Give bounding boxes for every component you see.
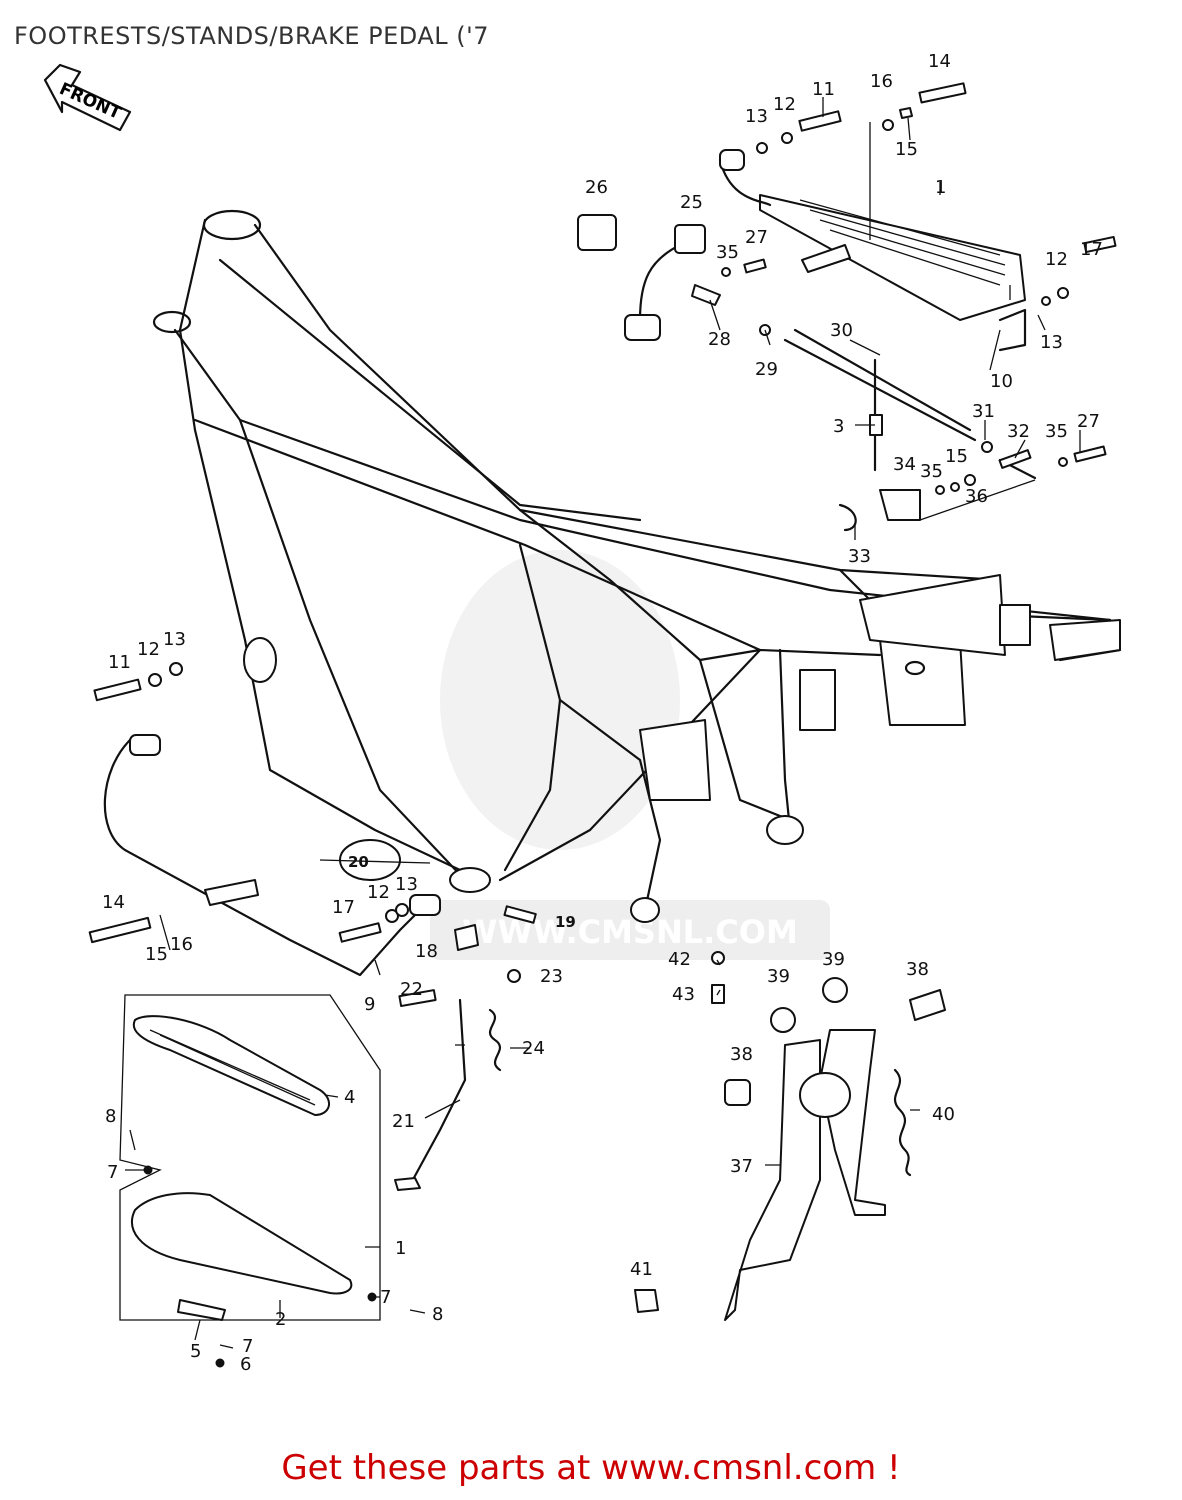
callout-27-a: 27 <box>745 227 768 248</box>
callout-38-b: 38 <box>730 1044 753 1065</box>
callout-39-b: 39 <box>767 966 790 987</box>
callout-17-a: 17 <box>1080 239 1103 260</box>
callout-42: 42 <box>668 949 691 970</box>
callout-36: 36 <box>965 486 988 507</box>
callout-15-b: 15 <box>945 446 968 467</box>
callout-4: 4 <box>344 1087 355 1108</box>
callout-38-a: 38 <box>906 959 929 980</box>
callout-41: 41 <box>630 1259 653 1280</box>
callout-5: 5 <box>190 1341 201 1362</box>
callout-13-c: 13 <box>163 629 186 650</box>
callout-7-a: 7 <box>107 1162 118 1183</box>
callout-37: 37 <box>730 1156 753 1177</box>
center-stand <box>634 977 946 1321</box>
callout-16-b: 16 <box>170 934 193 955</box>
callout-40: 40 <box>932 1104 955 1125</box>
watermark-logo: WWW.CMSNL.COM <box>430 550 830 960</box>
callout-19: 19 <box>555 913 576 931</box>
footer-promo-link[interactable]: Get these parts at www.cmsnl.com ! <box>281 1448 901 1488</box>
rear-footrest-assembly <box>577 149 1027 442</box>
callout-14-b: 14 <box>102 892 125 913</box>
callout-39-a: 39 <box>822 949 845 970</box>
callout-23: 23 <box>540 966 563 987</box>
callout-12-a: 12 <box>773 94 796 115</box>
callout-6: 6 <box>240 1354 251 1375</box>
callout-35-a: 35 <box>716 242 739 263</box>
callout-30: 30 <box>830 320 853 341</box>
front-arrow-label: FRONT <box>56 79 124 124</box>
callout-1-b: 1 <box>395 1238 406 1259</box>
callout-29: 29 <box>755 359 778 380</box>
callout-22: 22 <box>400 979 423 1000</box>
brake-linkage <box>838 358 1037 532</box>
watermark-text: WWW.CMSNL.COM <box>462 913 798 951</box>
callout-17-b: 17 <box>332 897 355 918</box>
front-footrest-exploded <box>119 994 381 1368</box>
callout-32: 32 <box>1007 421 1030 442</box>
callout-27-b: 27 <box>1077 411 1100 432</box>
frame <box>152 209 1122 923</box>
callout-26: 26 <box>585 177 608 198</box>
callout-2: 2 <box>275 1309 286 1330</box>
callout-labels: 13 12 11 16 14 15 26 25 1 35 27 12 17 28… <box>102 51 1103 1375</box>
callout-15-c: 15 <box>145 944 168 965</box>
callout-33: 33 <box>848 546 871 567</box>
callout-13-a: 13 <box>745 106 768 127</box>
callout-43: 43 <box>672 984 695 1005</box>
callout-34: 34 <box>893 454 916 475</box>
callout-31: 31 <box>972 401 995 422</box>
callout-8-b: 8 <box>432 1304 443 1325</box>
callout-12-d: 12 <box>367 882 390 903</box>
callout-7-c: 7 <box>242 1336 253 1357</box>
callout-20: 20 <box>348 853 369 871</box>
callout-28: 28 <box>708 329 731 350</box>
callout-21: 21 <box>392 1111 415 1132</box>
front-arrow-icon: FRONT <box>43 63 132 132</box>
callout-9: 9 <box>364 994 375 1015</box>
callout-11-a: 11 <box>812 79 835 100</box>
fasteners <box>88 82 1117 1008</box>
callout-18: 18 <box>415 941 438 962</box>
leader-lines <box>125 97 1081 1349</box>
side-stand <box>394 998 502 1191</box>
callout-7-b: 7 <box>380 1287 391 1308</box>
callout-14-a: 14 <box>928 51 951 72</box>
callout-12-c: 12 <box>137 639 160 660</box>
callout-16-a: 16 <box>870 71 893 92</box>
callout-24: 24 <box>522 1038 545 1059</box>
callout-25: 25 <box>680 192 703 213</box>
callout-12-b: 12 <box>1045 249 1068 270</box>
callout-13-d: 13 <box>395 874 418 895</box>
callout-10: 10 <box>990 371 1013 392</box>
callout-8-a: 8 <box>105 1106 116 1127</box>
callout-3: 3 <box>833 416 844 437</box>
front-footrest-bar <box>103 734 441 977</box>
callout-13-b: 13 <box>1040 332 1063 353</box>
page-title: FOOTRESTS/STANDS/BRAKE PEDAL ('7 <box>14 22 489 50</box>
callout-11-b: 11 <box>108 652 131 673</box>
callout-35-c: 35 <box>920 461 943 482</box>
callout-15-a: 15 <box>895 139 918 160</box>
callout-1-a: 1 <box>935 177 946 198</box>
callout-35-b: 35 <box>1045 421 1068 442</box>
